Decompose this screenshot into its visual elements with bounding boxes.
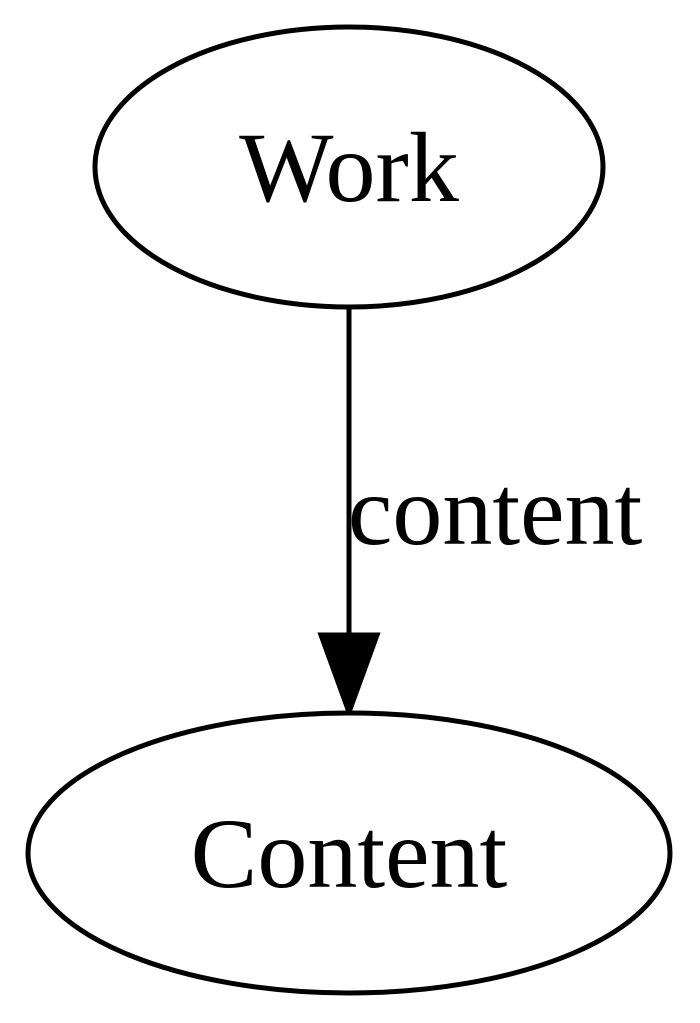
node-content: Content (25, 710, 673, 996)
node-content-ellipse (25, 710, 673, 996)
node-work: Work (92, 24, 606, 310)
arrowhead-icon (317, 632, 381, 720)
edge-label: content (348, 455, 643, 566)
node-work-label: Work (239, 112, 459, 223)
node-work-ellipse (92, 24, 606, 310)
node-content-label: Content (191, 798, 508, 909)
edge-work-content: content (317, 308, 643, 720)
